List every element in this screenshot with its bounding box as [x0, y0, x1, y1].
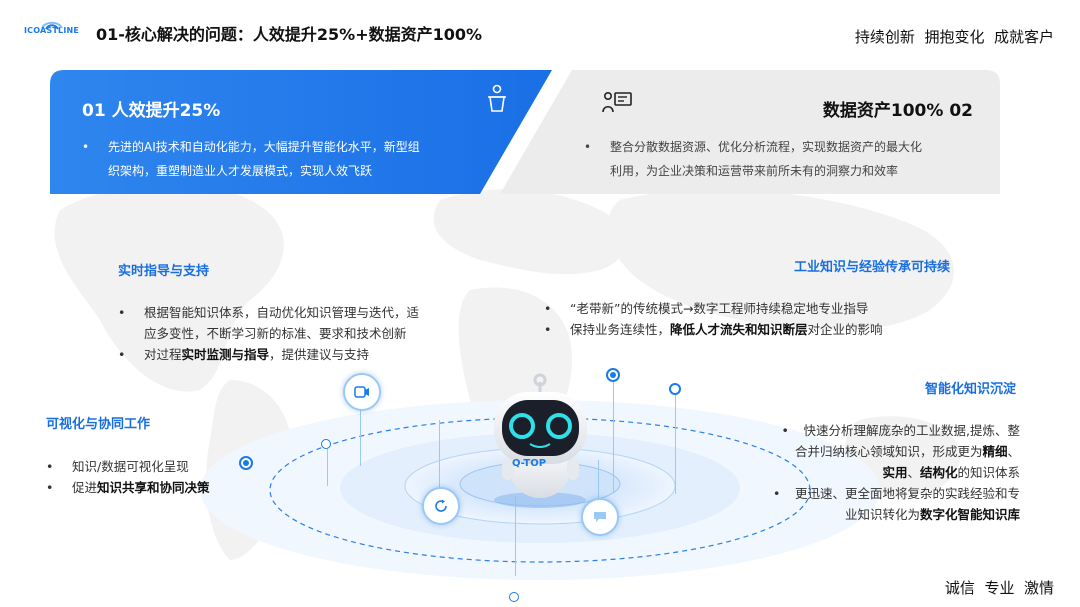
video-icon — [343, 373, 381, 411]
smart-line-2b: 精细 — [982, 444, 1008, 459]
card-left-body: • 先进的AI技术和自动化能力，大幅提升智能化水平，新型组 织架构，重塑制造业人才… — [82, 135, 472, 183]
bullet-mark: • — [544, 322, 552, 337]
card-right-line-1: 整合分散数据资源、优化分析流程，实现数据资产的最大化 — [610, 140, 923, 154]
smart-line-3a: 实用 — [882, 465, 908, 480]
bullet-mark: • — [118, 305, 126, 320]
company-logo-text: ICOASTLINE — [24, 26, 80, 35]
visual-line-2b: 知识共享和协同决策 — [97, 480, 210, 495]
refresh-icon — [422, 487, 460, 525]
connector-line — [327, 446, 328, 486]
orbit-dot — [606, 368, 620, 382]
smart-line-4: 更迅速、更全面地将复杂的实践经验和专 — [794, 486, 1020, 501]
bullet-mark: • — [772, 486, 781, 501]
smart-title: 智能化知识沉淀 — [924, 382, 1016, 397]
bullet-mark: • — [82, 140, 90, 154]
industrial-line-1: “老带新”的传统模式→数字工程师持续稳定地专业指导 — [570, 301, 869, 316]
bullet-mark: • — [584, 140, 592, 154]
slogan-bottom: 诚信 专业 激情 — [944, 579, 1054, 597]
visual-body: • 知识/数据可视化呈现 • 促进知识共享和协同决策 — [46, 456, 276, 498]
visual-line-2a: 促进 — [72, 480, 98, 495]
orbit-dot — [239, 456, 253, 470]
realtime-line-1: 根据智能知识体系，自动优化知识管理与迭代，适 — [144, 305, 420, 320]
bullet-mark: • — [544, 301, 552, 316]
bullet-mark: • — [46, 459, 54, 474]
card-left-line-2: 织架构，重塑制造业人才发展模式，实现人效飞跃 — [108, 164, 373, 178]
company-logo-icon — [41, 21, 63, 30]
industrial-line-2c: 对企业的影响 — [807, 322, 883, 337]
industrial-body: • “老带新”的传统模式→数字工程师持续稳定地专业指导 • 保持业务连续性，降低人才… — [544, 298, 964, 340]
bullet-mark: • — [781, 423, 789, 438]
connector-line — [515, 496, 516, 576]
card-right-background — [500, 70, 1000, 194]
smart-line-2c: 、 — [1007, 444, 1020, 459]
card-right-title: 数据资产100% 02 — [822, 101, 973, 121]
realtime-line-3a: 对过程 — [144, 347, 182, 362]
connector-line — [613, 382, 614, 492]
realtime-line-3b: 实时监测与指导 — [181, 347, 270, 362]
podium-icon — [488, 84, 506, 112]
smart-body: •快速分析理解庞杂的工业数据,提炼、整 合并归纳核心领域知识，形成更为精细、 实… — [704, 420, 1020, 525]
card-right-body: • 整合分散数据资源、优化分析流程，实现数据资产的最大化 利用，为企业决策和运营带… — [584, 135, 974, 183]
robot-badge: Q-TOP — [512, 458, 547, 469]
industrial-line-2b: 降低人才流失和知识断层 — [670, 322, 808, 337]
chat-icon — [581, 498, 619, 536]
orbit-dot — [509, 592, 519, 602]
orbit-dot — [321, 439, 331, 449]
smart-line-1: 快速分析理解庞杂的工业数据,提炼、整 — [803, 423, 1020, 438]
presentation-icon — [602, 91, 632, 113]
connector-line — [360, 406, 361, 466]
bullet-mark: • — [118, 347, 126, 362]
realtime-line-3c: ，提供建议与支持 — [269, 347, 370, 362]
visual-title: 可视化与协同工作 — [46, 417, 151, 432]
connector-line — [675, 394, 676, 494]
card-right-line-2: 利用，为企业决策和运营带来前所未有的洞察力和效率 — [610, 164, 899, 178]
card-left-background — [50, 70, 552, 194]
smart-line-5a: 业知识转化为 — [844, 507, 920, 522]
visual-line-1: 知识/数据可视化呈现 — [72, 459, 189, 474]
card-left-line-1: 先进的AI技术和自动化能力，大幅提升智能化水平，新型组 — [108, 140, 420, 154]
bullet-mark: • — [46, 480, 54, 495]
card-left-title: 01 人效提升25% — [82, 101, 221, 121]
page-title: 01-核心解决的问题：人效提升25%+数据资产100% — [96, 25, 483, 44]
connector-line — [598, 460, 599, 530]
smart-line-3b: 、 — [907, 465, 920, 480]
industrial-line-2a: 保持业务连续性， — [570, 322, 671, 337]
slogan-top: 持续创新 拥抱变化 成就客户 — [854, 28, 1054, 46]
robot-mascot — [494, 373, 587, 508]
orbit-dot — [669, 383, 681, 395]
industrial-title: 工业知识与经验传承可持续 — [793, 260, 950, 275]
connector-line — [439, 420, 440, 490]
smart-line-5b: 数字化智能知识库 — [919, 507, 1020, 522]
realtime-title: 实时指导与支持 — [118, 264, 210, 279]
realtime-body: • 根据智能知识体系，自动优化知识管理与迭代，适 应多变性，不断学习新的标准、要求… — [118, 302, 498, 365]
smart-line-3c: 结构化 — [919, 465, 958, 480]
smart-line-2a: 合并归纳核心领域知识，形成更为 — [794, 444, 983, 459]
realtime-line-2: 应多变性，不断学习新的标准、要求和技术创新 — [144, 326, 407, 341]
smart-line-3d: 的知识体系 — [957, 465, 1020, 480]
